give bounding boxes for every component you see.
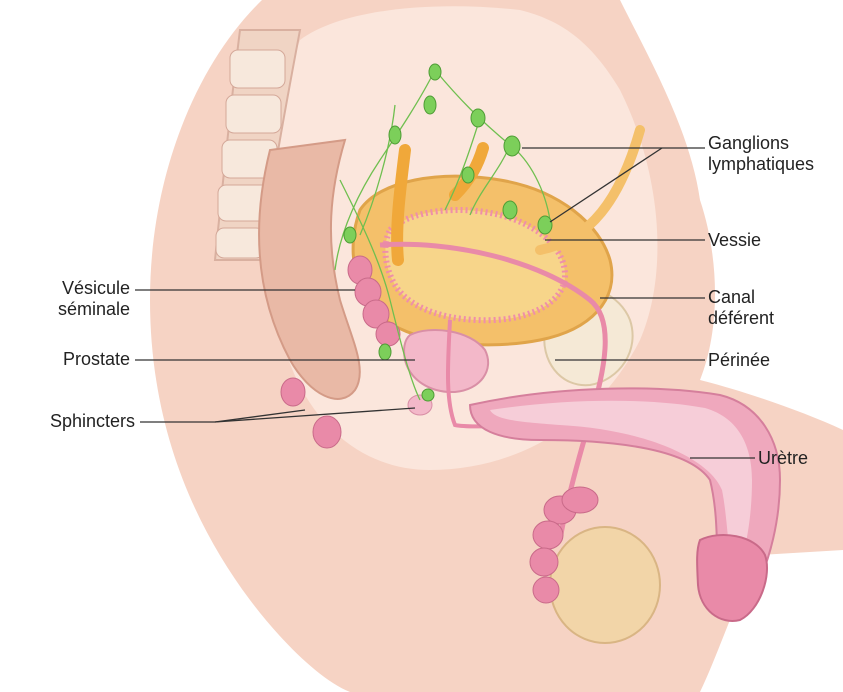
label-vessie: Vessie — [708, 230, 761, 251]
label-sphincters: Sphincters — [10, 411, 135, 432]
label-prostate: Prostate — [30, 349, 130, 370]
label-canal-line1: Canal — [708, 287, 774, 308]
testis — [550, 527, 660, 643]
label-vesicule: Vésicule séminale — [30, 278, 130, 320]
label-ganglions-line2: lymphatiques — [708, 154, 814, 175]
label-canal-line2: déférent — [708, 308, 774, 329]
label-canal: Canal déférent — [708, 287, 774, 329]
label-uretre: Urètre — [758, 448, 808, 469]
glans — [697, 535, 767, 621]
label-vesicule-line1: Vésicule — [30, 278, 130, 299]
sphincter-anal-2 — [313, 416, 341, 448]
label-ganglions: Ganglions lymphatiques — [708, 133, 814, 175]
sphincter-anal-1 — [281, 378, 305, 406]
label-perinee: Périnée — [708, 350, 770, 371]
label-vesicule-line2: séminale — [30, 299, 130, 320]
label-ganglions-line1: Ganglions — [708, 133, 814, 154]
